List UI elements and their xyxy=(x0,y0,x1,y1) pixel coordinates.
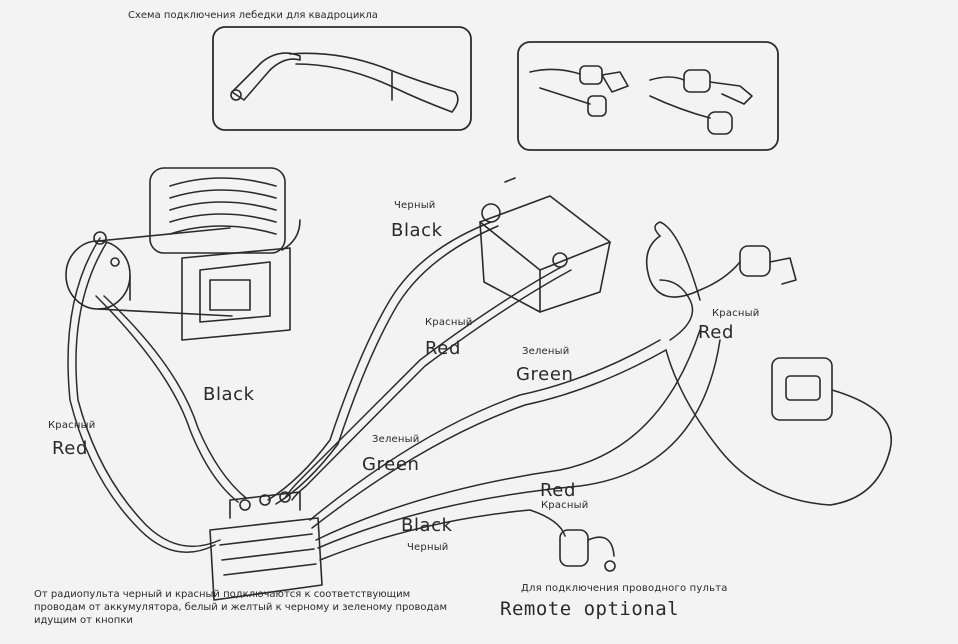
battery-black-label-ru: Черный xyxy=(394,200,436,211)
lug-inset xyxy=(212,26,472,131)
rocker-switch xyxy=(771,357,892,506)
battery-red-label-ru: Красный xyxy=(425,317,473,328)
motor-black-label-en: Black xyxy=(203,384,255,405)
key-switch xyxy=(645,235,797,298)
switch-red-label-ru: Красный xyxy=(712,308,760,319)
red-bottom-label-ru: Красный xyxy=(541,500,589,511)
green-top-label-ru: Зеленый xyxy=(522,346,570,357)
solenoid-box xyxy=(209,491,323,601)
green-mid-label-en: Green xyxy=(362,454,420,475)
black-bottom-label-ru: Черный xyxy=(407,542,449,553)
battery-red-label-en: Red xyxy=(425,338,461,359)
motor-red-label-en: Red xyxy=(52,438,88,459)
winch xyxy=(65,167,301,341)
remote-label-ru: Для подключения проводного пульта xyxy=(521,583,728,594)
black-bottom-label-en: Black xyxy=(401,515,453,536)
green-mid-label-ru: Зеленый xyxy=(372,434,420,445)
remote-label-en: Remote optional xyxy=(500,598,680,620)
footer-note: От радиопульта черный и красный подключа… xyxy=(34,589,448,626)
motor-red-label-ru: Красный xyxy=(48,420,96,431)
green-top-label-en: Green xyxy=(516,364,574,385)
battery xyxy=(479,177,611,313)
switch-red-label-en: Red xyxy=(698,322,734,343)
red-bottom-label-en: Red xyxy=(540,480,576,501)
connector-inset xyxy=(517,41,779,151)
battery-black-label-en: Black xyxy=(391,220,443,241)
remote-plug xyxy=(559,529,616,572)
diagram-title: Схема подключения лебедки для квадроцикл… xyxy=(128,10,378,21)
cables xyxy=(67,221,831,561)
